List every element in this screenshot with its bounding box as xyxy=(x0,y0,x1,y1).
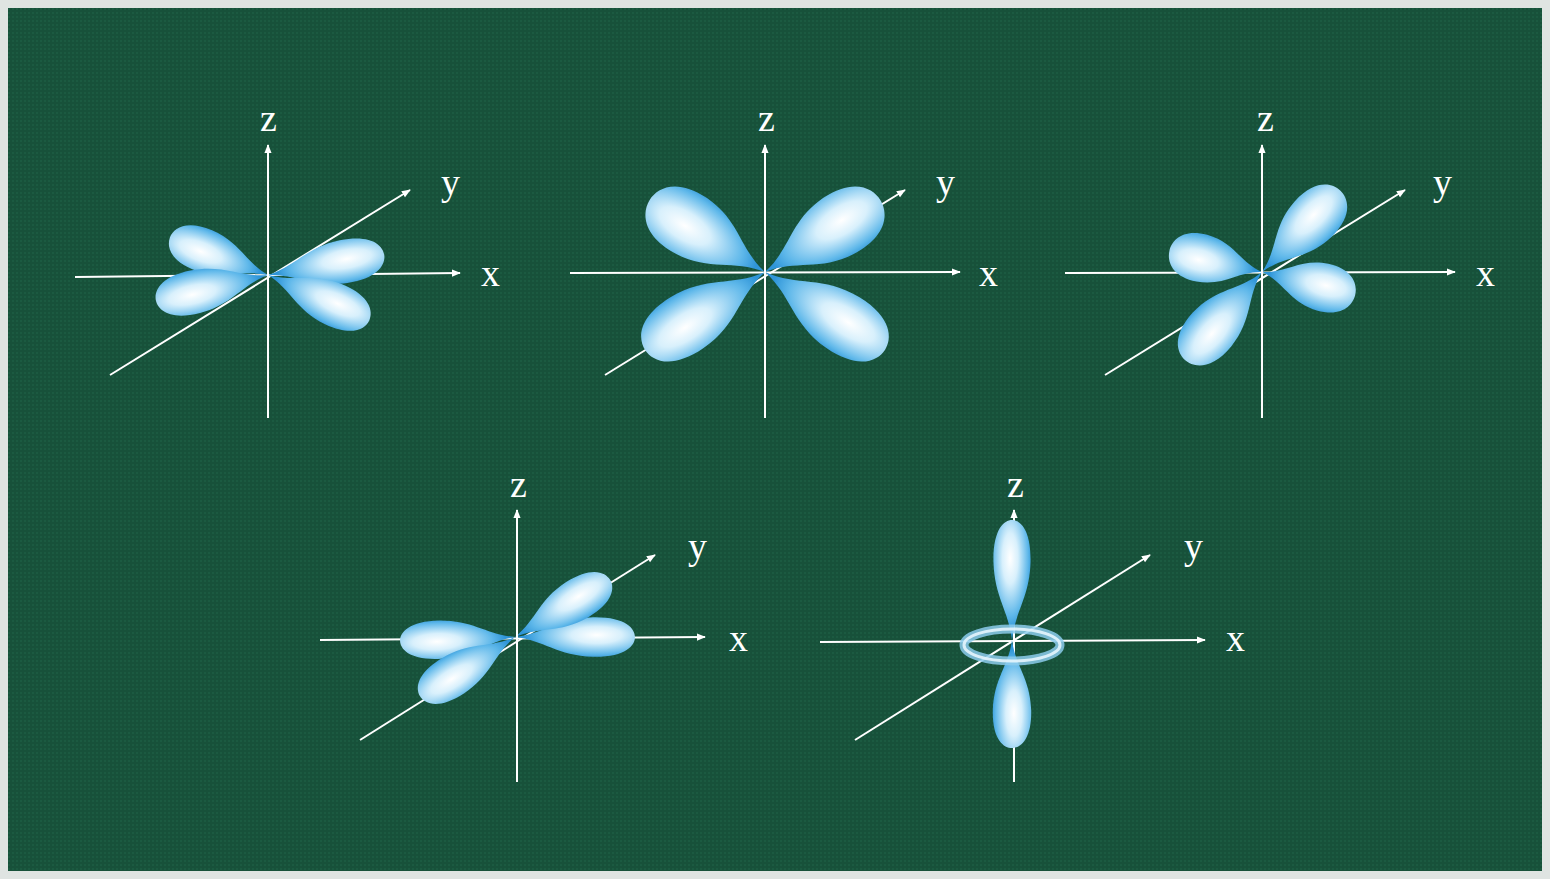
axis-label: y xyxy=(936,163,955,201)
axis-label: z xyxy=(1257,99,1274,137)
axis-label: z xyxy=(1007,465,1024,503)
axis-label: y xyxy=(441,163,460,201)
orbital-1 xyxy=(75,145,460,418)
axis-label: x xyxy=(1476,254,1495,292)
axis-label: z xyxy=(510,465,527,503)
orbital-4 xyxy=(320,510,705,782)
orbital-2 xyxy=(570,145,960,418)
axis-label: y xyxy=(688,527,707,565)
axis-label: z xyxy=(758,99,775,137)
axis-label: x xyxy=(979,254,998,292)
axis-label: x xyxy=(481,254,500,292)
axis-label: x xyxy=(1226,619,1245,657)
axis-label: z xyxy=(260,99,277,137)
axis-label: y xyxy=(1184,527,1203,565)
board-ground xyxy=(8,8,1542,871)
axis-label: y xyxy=(1433,163,1452,201)
orbital-5 xyxy=(820,510,1205,782)
axis-label: x xyxy=(729,619,748,657)
orbital-3 xyxy=(1065,145,1455,418)
